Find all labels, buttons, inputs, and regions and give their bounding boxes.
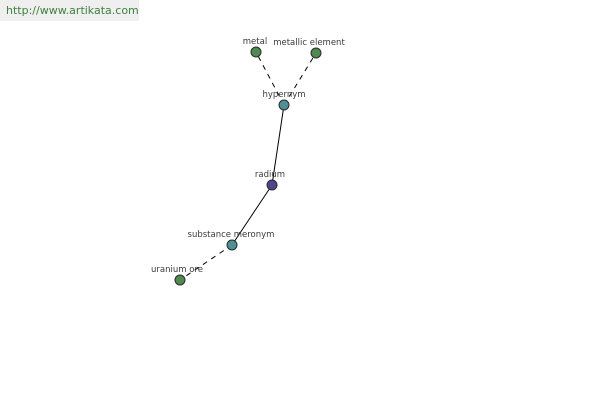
- edges-layer: [179, 51, 317, 281]
- node-uranium-ore-dot[interactable]: [174, 274, 186, 286]
- node-uranium-ore[interactable]: uranium ore: [151, 265, 203, 286]
- nodes-layer: metal metallic element hypernym radium subst…: [151, 37, 345, 286]
- node-hypernym-dot[interactable]: [278, 99, 290, 111]
- edge-radium-to-hypernym: [271, 104, 285, 186]
- edge-substance-meronym-to-uranium-ore: [179, 244, 233, 281]
- node-metallic-element-dot[interactable]: [310, 47, 322, 59]
- node-metal-label: metal: [243, 37, 267, 47]
- node-substance-meronym-dot[interactable]: [226, 239, 238, 251]
- node-metallic-element[interactable]: metallic element: [273, 38, 345, 59]
- node-hypernym-label: hypernym: [262, 90, 305, 100]
- edge-radium-to-substance-meronym: [231, 184, 273, 246]
- site-url-banner[interactable]: http://www.artikata.com: [0, 0, 139, 21]
- node-substance-meronym[interactable]: substance meronym: [188, 230, 275, 251]
- node-substance-meronym-label: substance meronym: [188, 230, 275, 240]
- node-metallic-element-label: metallic element: [273, 38, 345, 48]
- node-metal[interactable]: metal: [243, 37, 267, 58]
- node-radium-label: radium: [255, 170, 285, 180]
- node-metal-dot[interactable]: [250, 46, 262, 58]
- node-uranium-ore-label: uranium ore: [151, 265, 203, 275]
- node-hypernym[interactable]: hypernym: [262, 90, 306, 111]
- node-radium[interactable]: radium: [255, 170, 285, 191]
- edge-hypernym-to-metallic-element: [283, 52, 317, 106]
- node-radium-dot[interactable]: [266, 179, 278, 191]
